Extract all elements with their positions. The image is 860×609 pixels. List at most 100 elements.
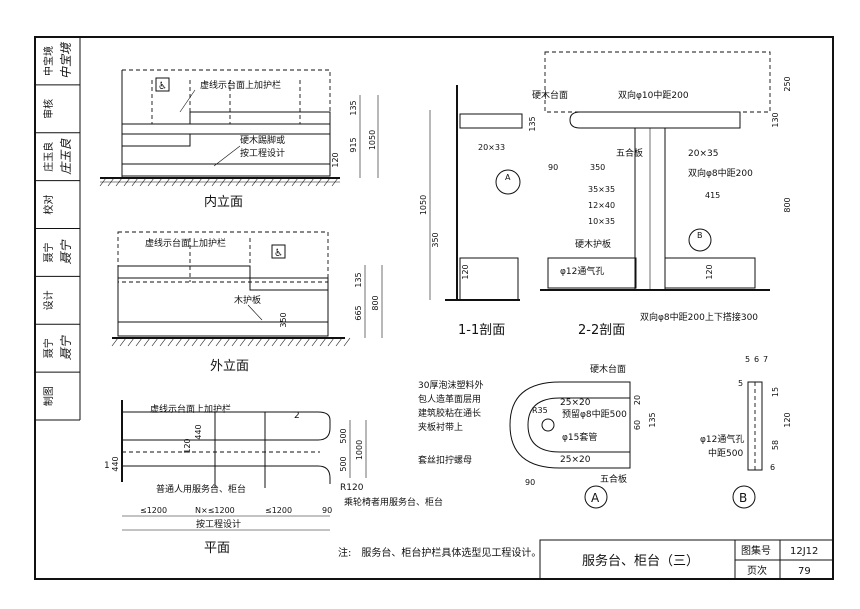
ground-hatch [167, 337, 175, 347]
ground-hatch [327, 337, 335, 347]
ground-hatch [143, 337, 151, 347]
ground-hatch [199, 337, 207, 347]
sec22-dim-2: 800 [783, 197, 792, 212]
outer-elevation: ♿ 虚线示台面上加护栏 木护板 135 665 800 350 外立面 [111, 231, 383, 374]
sidebar-cell-6: 聂宁 [42, 338, 55, 358]
detailA-dim-4: 90 [525, 478, 535, 487]
ground-hatch [119, 337, 127, 347]
ground-hatch [155, 177, 163, 187]
ground-hatch [123, 177, 131, 187]
detailB-dim-5: 58 [771, 440, 780, 450]
sec22-note-0: 双向φ10中距200 [618, 89, 689, 101]
ground-hatch [291, 177, 299, 187]
page-label: 页次 [747, 564, 767, 577]
ground-hatch [175, 337, 183, 347]
detailA-note-9: 25×20 [560, 455, 591, 465]
sec22-dim-0: 250 [783, 76, 792, 91]
ground-hatch [283, 177, 291, 187]
sec22-note-3: 双向φ8中距200 [688, 167, 753, 179]
detailB-dim-0: 5 [745, 355, 750, 364]
sec22-dim-1: 130 [771, 112, 780, 127]
detailA-note-3: 夹板衬带上 [418, 421, 463, 433]
ground-hatch [315, 177, 323, 187]
sec22-title: 2-2剖面 [578, 323, 625, 338]
sidebar-cell-7: 制图 [42, 386, 55, 406]
detailA-note-8: 25×20 [560, 398, 591, 408]
page-value: 79 [798, 566, 811, 577]
ground-hatch [131, 177, 139, 187]
sec22-note-5: φ12通气孔 [560, 265, 604, 277]
ground-hatch [323, 177, 331, 187]
inner-rail-note: 虚线示台面上加护栏 [200, 79, 281, 91]
svg-text:A: A [505, 173, 511, 182]
detailA-note-6: 预留φ8中距500 [562, 408, 627, 420]
ground-hatch [279, 337, 287, 347]
detailB-label: B [739, 491, 747, 505]
plan-view: 虚线示台面上加护栏 普通人用服务台、柜台 乘轮椅者用服务台、柜台 R120 1 … [104, 400, 443, 556]
detailB-dim-3: 15 [771, 387, 780, 397]
detailA-dim-3: R35 [532, 406, 548, 415]
ground-hatch [271, 337, 279, 347]
plan-wheel-note: 乘轮椅者用服务台、柜台 [344, 496, 443, 508]
plan-dim-right-1: 500 [339, 456, 348, 471]
inner-kick-note-1: 硬木踢脚或 [240, 134, 285, 146]
outer-dim-0: 135 [354, 272, 363, 287]
ground-hatch [127, 337, 135, 347]
sec11-dim-3: 350 [431, 232, 440, 247]
plan-dim-right-0: 500 [339, 428, 348, 443]
ground-hatch [99, 177, 107, 187]
detailA-note-5: 硬木台面 [590, 363, 626, 375]
detailA-note-1: 包人造革面层用 [418, 393, 481, 405]
ground-hatch [207, 337, 215, 347]
plan-title: 平面 [204, 541, 230, 556]
ground-hatch [151, 337, 159, 347]
plan-dim-left-1: 440 [111, 456, 120, 471]
ground-hatch [223, 337, 231, 347]
detailB-note-2: 中距500 [708, 447, 743, 459]
sheet-title: 服务台、柜台（三） [582, 553, 699, 569]
detailB-dim-1: 6 [754, 355, 759, 364]
plan-cut-1: 1 [104, 461, 110, 471]
detailA-dim-2: 20 [633, 395, 642, 405]
ground-hatch [231, 337, 239, 347]
inner-dim-2: 1050 [368, 130, 377, 150]
ground-hatch [163, 177, 171, 187]
detailA-note-4: 套丝扣拧螺母 [418, 454, 472, 466]
ground-hatch [311, 337, 319, 347]
plan-cut-2: 2 [294, 411, 300, 421]
plan-overall: 按工程设计 [196, 518, 241, 530]
outer-rail-note: 虚线示台面上加护栏 [145, 237, 226, 249]
sec11-top-note: 硬木台面 [532, 89, 568, 101]
sec11-dim-0: 1050 [419, 195, 428, 215]
ground-hatch [343, 337, 351, 347]
sidebar-cell-0: 中宝境 [42, 46, 55, 76]
plan-radius: R120 [340, 483, 364, 493]
plan-bottom-0: ≤1200 [140, 506, 167, 515]
detailA-label: A [591, 491, 600, 505]
sidebar: 中宝境中宝境审核庄玉良庄玉良校对聂宁聂宁设计聂宁聂宁制图 [35, 41, 80, 406]
ground-hatch [219, 177, 227, 187]
sec11-dim-4: 120 [461, 264, 470, 279]
detailB-dim-2: 7 [763, 355, 768, 364]
sidebar-signature-4: 聂宁 [59, 239, 73, 264]
plan-bottom-1: N×≤1200 [195, 506, 235, 515]
ground-hatch [239, 337, 247, 347]
sidebar-signature-2: 庄玉良 [59, 138, 73, 175]
inner-title: 内立面 [204, 194, 243, 210]
detailA-note-7: φ15套管 [562, 431, 597, 443]
ground-hatch [251, 177, 259, 187]
ground-hatch [111, 337, 119, 347]
ground-hatch [235, 177, 243, 187]
sidebar-cell-2: 庄玉良 [42, 142, 55, 172]
wheelchair-icon [271, 244, 286, 259]
ground-hatch [179, 177, 187, 187]
ground-hatch [287, 337, 295, 347]
outer-dim-3: 350 [279, 312, 288, 327]
sec22-note-2: 20×35 [688, 149, 718, 159]
plan-rail-note: 虚线示台面上加护栏 [150, 403, 231, 415]
sec22-note-1: 五合板 [616, 147, 643, 159]
detailB-dim-6: 6 [770, 463, 775, 472]
detailB-dim-7: 5 [738, 379, 743, 388]
ground-hatch [259, 177, 267, 187]
detailB-dim-4: 120 [783, 412, 792, 427]
